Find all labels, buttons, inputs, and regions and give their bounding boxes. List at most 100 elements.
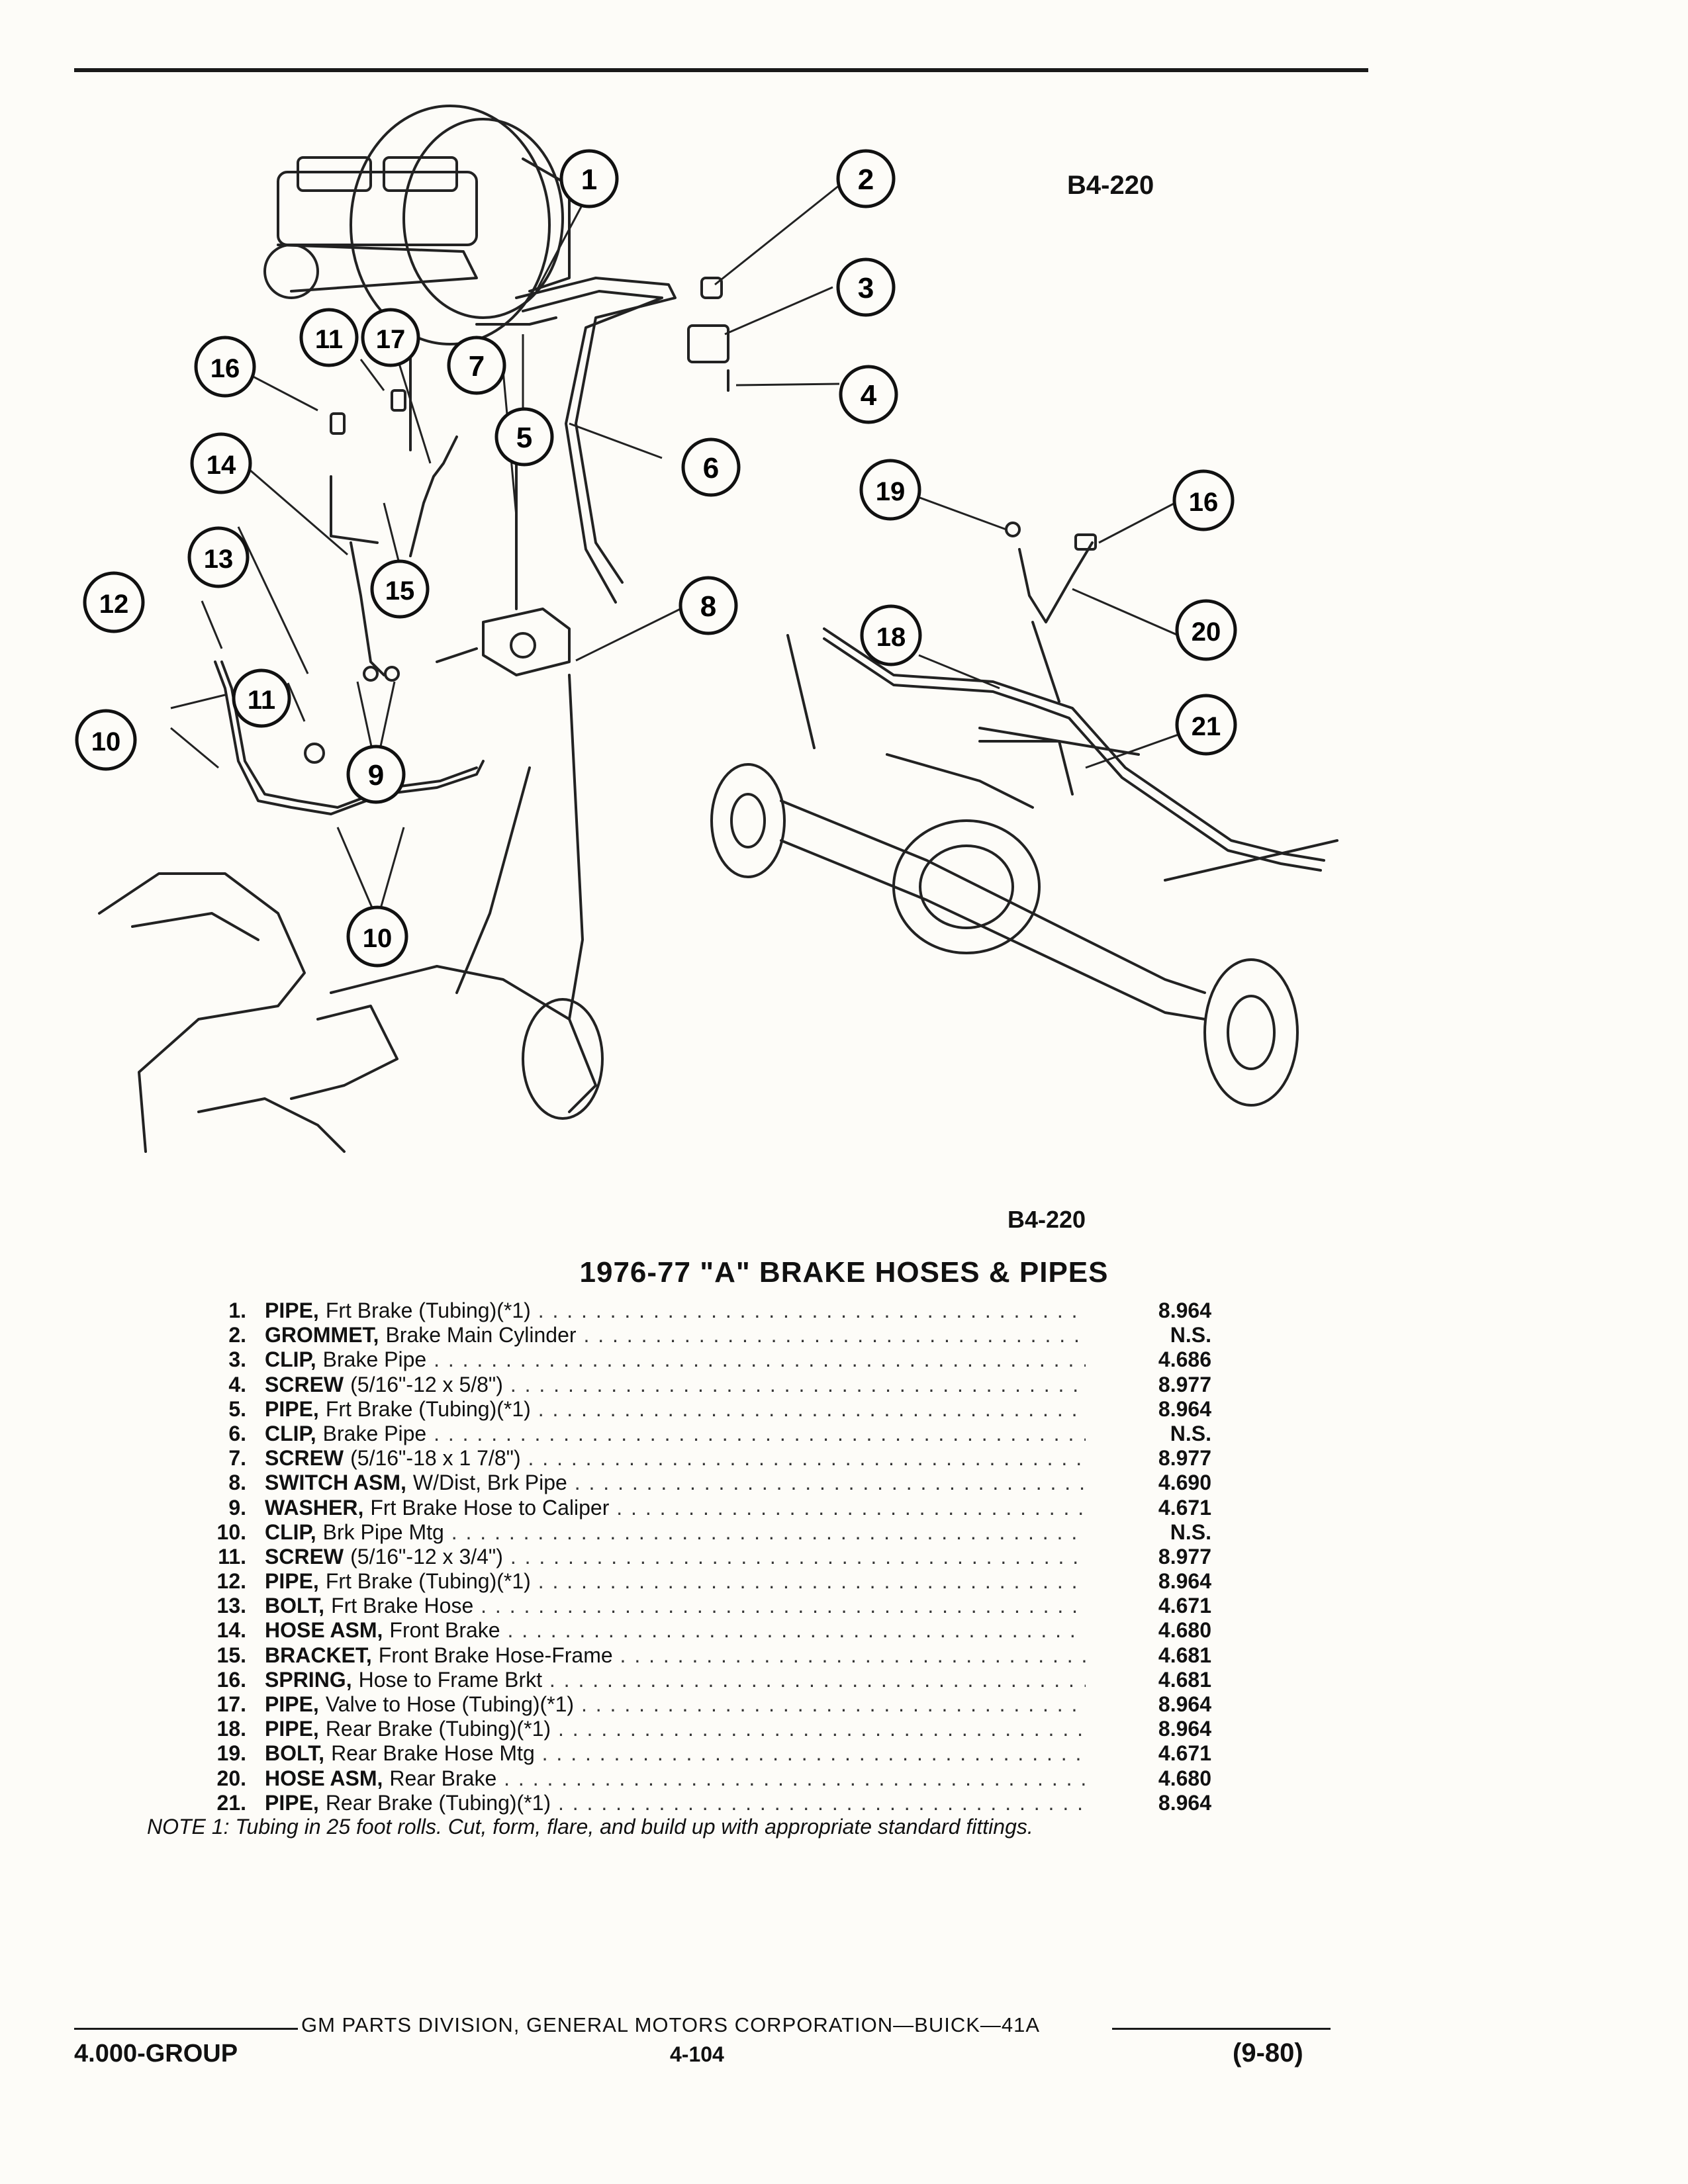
callout-label: 16 [211, 354, 240, 383]
part-number: 18. [216, 1717, 246, 1741]
part-row: 10.CLIP,Brk Pipe MtgN.S. [199, 1520, 1211, 1545]
footer-rule-right [1112, 2028, 1331, 2030]
part-number: 3. [228, 1347, 246, 1372]
part-row: 7.SCREW(5/16"-18 x 1 7/8")8.977 [199, 1446, 1211, 1471]
part-row: 17.PIPE,Valve to Hose (Tubing)(*1)8.964 [199, 1692, 1211, 1717]
part-group-ref: 4.681 [1158, 1667, 1211, 1692]
part-name: BRACKET, [265, 1643, 372, 1667]
part-number: 13. [216, 1594, 246, 1618]
callout-15: 15 [370, 559, 430, 619]
part-row: 4.SCREW(5/16"-12 x 5/8")8.977 [199, 1373, 1211, 1397]
callout-label: 8 [700, 590, 716, 623]
footer-group: 4.000-GROUP [74, 2040, 238, 2068]
callout-label: 6 [703, 452, 719, 484]
part-name: PIPE, [265, 1396, 319, 1421]
callout-19: 19 [859, 459, 921, 521]
part-group-ref: 8.964 [1158, 1717, 1211, 1741]
part-group-ref: 8.964 [1158, 1569, 1211, 1594]
part-row: 12.PIPE,Frt Brake (Tubing)(*1)8.964 [199, 1569, 1211, 1594]
part-row: 15. BRACKET,Front Brake Hose-Frame 4.681 [199, 1643, 1211, 1668]
callout-21: 21 [1175, 694, 1237, 756]
part-description: Hose to Frame Brkt [352, 1668, 1086, 1692]
master-cylinder-drawing [263, 105, 571, 345]
part-group-ref: N.S. [1170, 1421, 1211, 1445]
part-name: PIPE, [265, 1717, 319, 1741]
part-name: PIPE, [265, 1692, 319, 1716]
switch-asm-drawing [436, 608, 571, 676]
part-description: Valve to Hose (Tubing)(*1) [319, 1692, 1086, 1717]
callout-11: 11 [299, 308, 359, 367]
figure-code-bottom: B4-220 [1008, 1206, 1086, 1233]
part-name: CLIP, [265, 1347, 316, 1372]
part-name: SCREW [265, 1544, 344, 1569]
callout-label: 14 [207, 451, 236, 480]
part-row: 2.GROMMET,Brake Main CylinderN.S. [199, 1323, 1211, 1347]
part-row: 20.HOSE ASM,Rear Brake4.680 [199, 1766, 1211, 1791]
frame-drawing [98, 872, 604, 1153]
part-number: 6. [228, 1421, 246, 1445]
part-number: 5. [228, 1396, 246, 1421]
callout-label: 15 [385, 576, 415, 606]
part-name: BOLT, [265, 1741, 325, 1766]
callout-label: 10 [91, 727, 121, 756]
part-row: 1.PIPE,Frt Brake (Tubing)(*1)8.964 [199, 1298, 1211, 1323]
callout-7: 7 [447, 336, 506, 395]
part-number: 9. [228, 1495, 246, 1520]
callout-16b: 16 [1172, 469, 1235, 531]
part-description: Rear Brake (Tubing)(*1) [319, 1791, 1086, 1815]
part-description: Frt Brake (Tubing)(*1) [319, 1298, 1086, 1323]
callout-label: 19 [876, 477, 906, 506]
part-name: SCREW [265, 1372, 344, 1396]
part-description: Frt Brake Hose to Caliper [363, 1496, 1086, 1520]
callout-9: 9 [346, 745, 406, 804]
callout-13: 13 [187, 526, 250, 588]
callout-16: 16 [194, 336, 256, 398]
part-group-ref: N.S. [1170, 1520, 1211, 1544]
part-number: 8. [228, 1471, 246, 1495]
part-description: Brake Main Cylinder [379, 1323, 1086, 1347]
part-group-ref: 8.964 [1158, 1790, 1211, 1815]
footer-publisher: GM PARTS DIVISION, GENERAL MOTORS CORPOR… [301, 2013, 1041, 2036]
callout-label: 1 [581, 163, 597, 196]
part-name: WASHER, [265, 1495, 364, 1520]
part-number: 15. [216, 1643, 246, 1667]
callout-label: 17 [376, 325, 406, 354]
part-number: 14. [216, 1618, 246, 1643]
part-name: PIPE, [265, 1298, 319, 1322]
part-group-ref: 8.964 [1158, 1396, 1211, 1421]
part-description: Rear Brake (Tubing)(*1) [319, 1717, 1086, 1741]
part-description: Front Brake [383, 1618, 1086, 1643]
part-number: 11. [218, 1544, 246, 1569]
callout-label: 11 [248, 686, 275, 715]
callout-6: 6 [681, 437, 741, 497]
part-description: W/Dist, Brk Pipe [406, 1471, 1086, 1495]
part-row: 13.BOLT,Frt Brake Hose4.671 [199, 1594, 1211, 1618]
part-row: 16. SPRING,Hose to Frame Brkt 4.681 [199, 1668, 1211, 1692]
part-row: 3.CLIP,Brake Pipe4.686 [199, 1347, 1211, 1372]
part-number: 21. [216, 1790, 246, 1815]
part-group-ref: 4.680 [1158, 1766, 1211, 1790]
part-group-ref: 4.681 [1158, 1643, 1211, 1667]
part-name: SCREW [265, 1446, 344, 1471]
part-group-ref: 4.686 [1158, 1347, 1211, 1372]
callout-14: 14 [190, 432, 252, 494]
part-name: SPRING, [265, 1667, 352, 1692]
part-name: PIPE, [265, 1790, 319, 1815]
part-number: 17. [216, 1692, 246, 1716]
part-description: Front Brake Hose-Frame [372, 1643, 1086, 1668]
brake-diagram: 1 2 3 4 5 6 7 8 9 10 10 11 11 12 13 14 1… [75, 105, 1338, 1153]
part-description: (5/16"-12 x 3/4") [344, 1545, 1086, 1569]
part-group-ref: 4.680 [1158, 1618, 1211, 1643]
page-title: 1976-77 "A" BRAKE HOSES & PIPES [579, 1256, 1109, 1289]
part-number: 12. [216, 1569, 246, 1594]
callout-17: 17 [361, 308, 420, 367]
part-row: 6.CLIP,Brake PipeN.S. [199, 1422, 1211, 1446]
part-description: Frt Brake (Tubing)(*1) [319, 1397, 1086, 1422]
part-number: 4. [228, 1372, 246, 1396]
part-name: CLIP, [265, 1421, 316, 1445]
part-number: 19. [216, 1741, 246, 1766]
callout-4: 4 [839, 365, 898, 424]
part-number: 16. [216, 1667, 246, 1692]
figure-code-top: B4-220 [1067, 171, 1154, 200]
callout-18: 18 [860, 604, 922, 666]
